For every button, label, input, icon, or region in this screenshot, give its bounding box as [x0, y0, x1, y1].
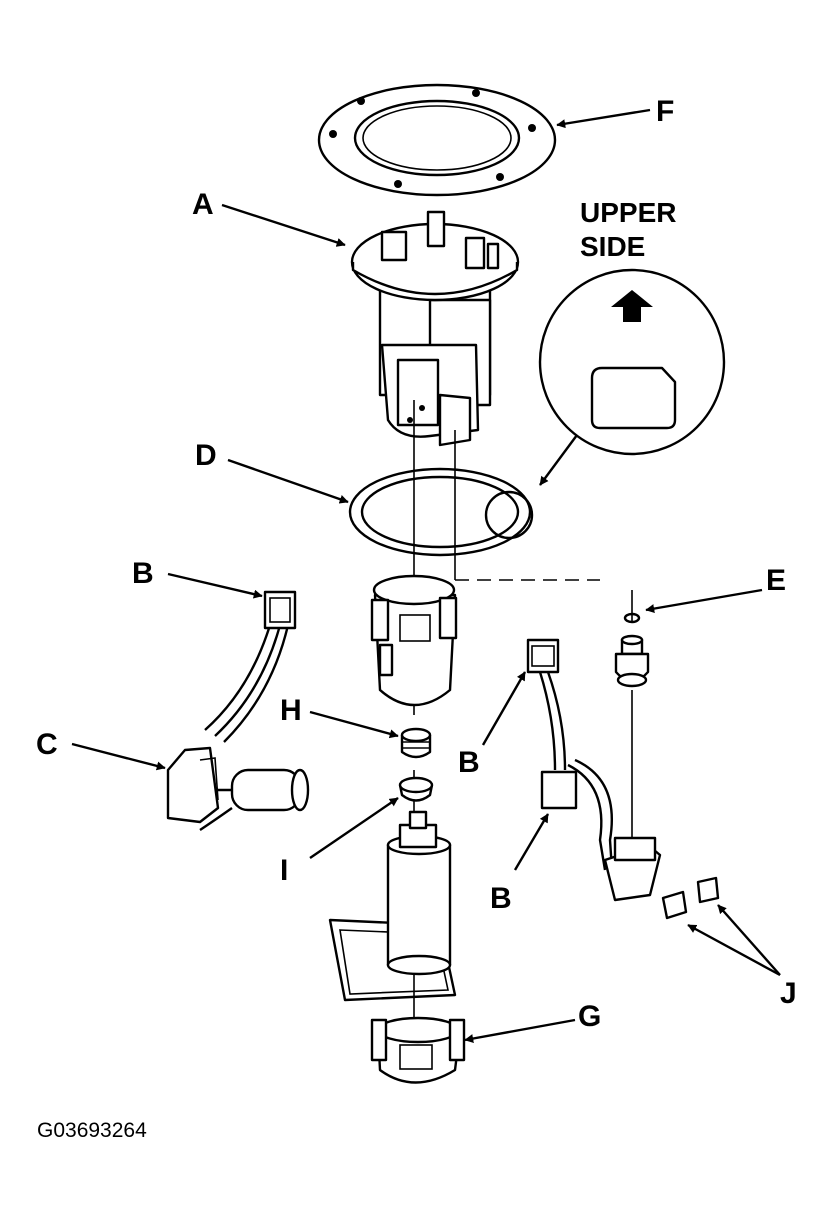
- callout-b-lower: B: [490, 882, 512, 915]
- callout-e: E: [766, 564, 786, 597]
- leader-arrows: [71, 108, 781, 1043]
- lower-holder-g: [370, 1016, 466, 1084]
- pressure-regulator-e: [614, 612, 650, 688]
- pump-holder: [370, 574, 458, 707]
- seal-h: [400, 727, 432, 759]
- gasket-d: [348, 467, 534, 557]
- fuel-pump: [328, 810, 457, 1030]
- callout-a: A: [192, 188, 214, 221]
- fuel-gauge-sender-c: [166, 590, 310, 831]
- callout-c: C: [36, 728, 58, 761]
- callout-h: H: [280, 694, 302, 727]
- detail-label-upper: UPPER: [580, 197, 676, 228]
- clips-j: [661, 876, 720, 920]
- up-arrow-icon: [611, 290, 653, 322]
- callout-j: J: [780, 977, 797, 1010]
- cushion-i: [398, 776, 434, 802]
- mounting-ring-f: [317, 83, 557, 197]
- callout-f: F: [656, 95, 674, 128]
- callout-b-middle: B: [458, 746, 480, 779]
- callout-g: G: [578, 1000, 601, 1033]
- wire-harness: [526, 638, 662, 902]
- detail-label-side: SIDE: [580, 231, 645, 262]
- callout-d: D: [195, 439, 217, 472]
- upper-side-detail: [538, 268, 726, 486]
- callout-b-upper-left: B: [132, 557, 154, 590]
- figure-id: G03693264: [37, 1119, 147, 1142]
- fuel-pump-module-a: [350, 210, 520, 447]
- callout-i: I: [280, 854, 288, 887]
